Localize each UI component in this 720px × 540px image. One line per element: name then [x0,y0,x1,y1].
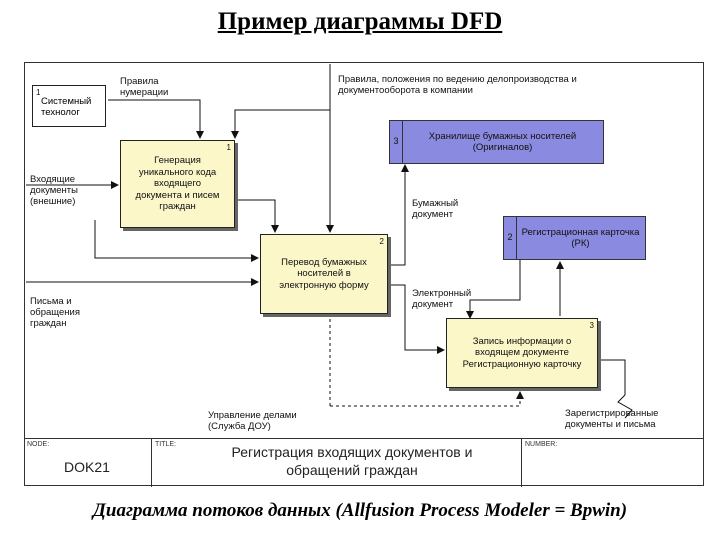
process-3-label: Запись информации о входящем документе Р… [462,335,582,370]
external-entity-label: Системный технолог [41,96,92,118]
store-paper-label: Хранилище бумажных носителей (Оригиналов… [428,130,577,154]
store-paper-originals: 3 Хранилище бумажных носителей (Оригинал… [389,120,604,164]
flow-label-regulations: Правила, положения по ведению делопроизв… [338,74,577,96]
process-1-label: Генерация уникального кода входящего док… [135,155,220,213]
page-title: Пример диаграммы DFD [217,8,503,35]
process-1-number: 1 [226,143,231,152]
flow-label-paper-doc: Бумажный документ [412,198,459,220]
footer-number-cell: NUMBER: [522,439,704,487]
process-1: 1 Генерация уникального кода входящего д… [120,140,235,228]
footer-number-tag: NUMBER: [525,441,558,448]
process-2-label: Перевод бумажных носителей в электронную… [279,256,369,291]
diagram-footer: NODE: DOK21 TITLE: Регистрация входящих … [24,438,704,487]
process-3: 3 Запись информации о входящем документе… [446,318,598,388]
flow-label-letters: Письма и обращения граждан [30,296,80,329]
store-rc-number: 2 [504,217,517,259]
footer-title-tag: TITLE: [155,441,177,448]
flow-regulations [231,64,331,139]
flow-label-numbering-rules: Правила нумерации [120,76,169,98]
footer-node-cell: NODE: DOK21 [24,439,152,487]
footer-title-value: Регистрация входящих документов и обраще… [231,444,473,478]
flow-p1-p2 [236,199,279,233]
flow-label-electronic-doc: Электронный документ [412,288,472,310]
flow-label-management: Управление делами (Служба ДОУ) [208,410,297,432]
flow-registered [600,359,626,395]
external-entity: 1 Системный технолог [32,85,106,127]
store-registration-card: 2 Регистрационная карточка (РК) [503,216,646,260]
process-2-number: 2 [379,237,384,246]
diagram-caption: Диаграмма потоков данных (Allfusion Proc… [92,500,628,521]
external-entity-number: 1 [36,88,41,97]
flow-numbering-rules [108,99,204,139]
flow-paper-doc [390,164,409,266]
process-2: 2 Перевод бумажных носителей в электронн… [260,234,388,314]
store-paper-number: 3 [390,121,403,163]
flow-label-incoming-docs: Входящие документы (внешние) [30,174,78,207]
footer-node-value: DOK21 [64,459,110,475]
footer-node-tag: NODE: [27,441,50,448]
flow-rc [466,248,521,319]
footer-title-cell: TITLE: Регистрация входящих документов и… [152,439,522,487]
store-rc-label: Регистрационная карточка (РК) [521,226,640,250]
flow-electronic-doc [390,284,445,354]
process-3-number: 3 [589,321,594,330]
flow-label-registered: Зарегистрированные документы и письма [565,408,659,430]
